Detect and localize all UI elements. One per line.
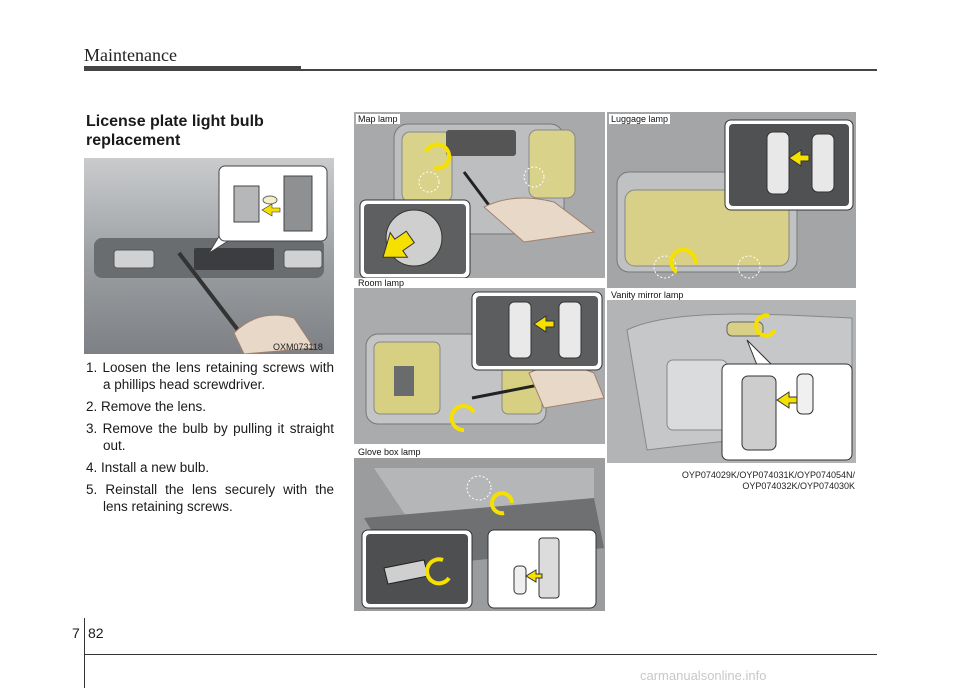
room-lamp-label: Room lamp: [356, 278, 407, 288]
vanity-mirror-lamp-photo: [607, 300, 856, 463]
glove-box-lamp-label: Glove box lamp: [356, 447, 423, 457]
step-item: 3. Remove the bulb by pulling it straigh…: [86, 421, 334, 453]
header-rule-thick: [84, 66, 301, 71]
luggage-lamp-photo: [607, 112, 856, 288]
license-plate-photo: [84, 158, 334, 354]
room-lamp-photo: [354, 288, 605, 444]
step-item: 4. Install a new bulb.: [86, 460, 210, 475]
chapter-number: 7: [72, 625, 80, 641]
vanity-mirror-lamp-label: Vanity mirror lamp: [609, 290, 686, 300]
map-lamp-label: Map lamp: [356, 114, 400, 124]
photo-code: OXM073118: [273, 342, 323, 352]
footer-rule-vertical: [84, 618, 85, 688]
section-title: License plate light bulb replacement: [86, 113, 264, 149]
watermark: carmanualsonline.info: [640, 668, 767, 683]
instruction-steps: 1. Loosen the lens retaining screws with…: [86, 359, 334, 520]
step-item: 5. Reinstall the lens securely with the …: [86, 482, 334, 514]
figure-codes-line-1: OYP074029K/OYP074031K/OYP074054N/: [681, 470, 855, 480]
step-item: 1. Loosen the lens retaining screws with…: [86, 360, 334, 392]
glove-box-lamp-photo: [354, 458, 605, 611]
header-rule-thin: [301, 69, 877, 71]
luggage-lamp-label: Luggage lamp: [609, 114, 671, 124]
step-item: 2. Remove the lens.: [86, 399, 207, 414]
figure-codes-line-2: OYP074032K/OYP074030K: [742, 481, 855, 491]
map-lamp-photo: [354, 112, 605, 278]
footer-rule-horizontal: [84, 654, 877, 655]
header-title: Maintenance: [84, 45, 177, 65]
page-number: 82: [88, 625, 104, 641]
